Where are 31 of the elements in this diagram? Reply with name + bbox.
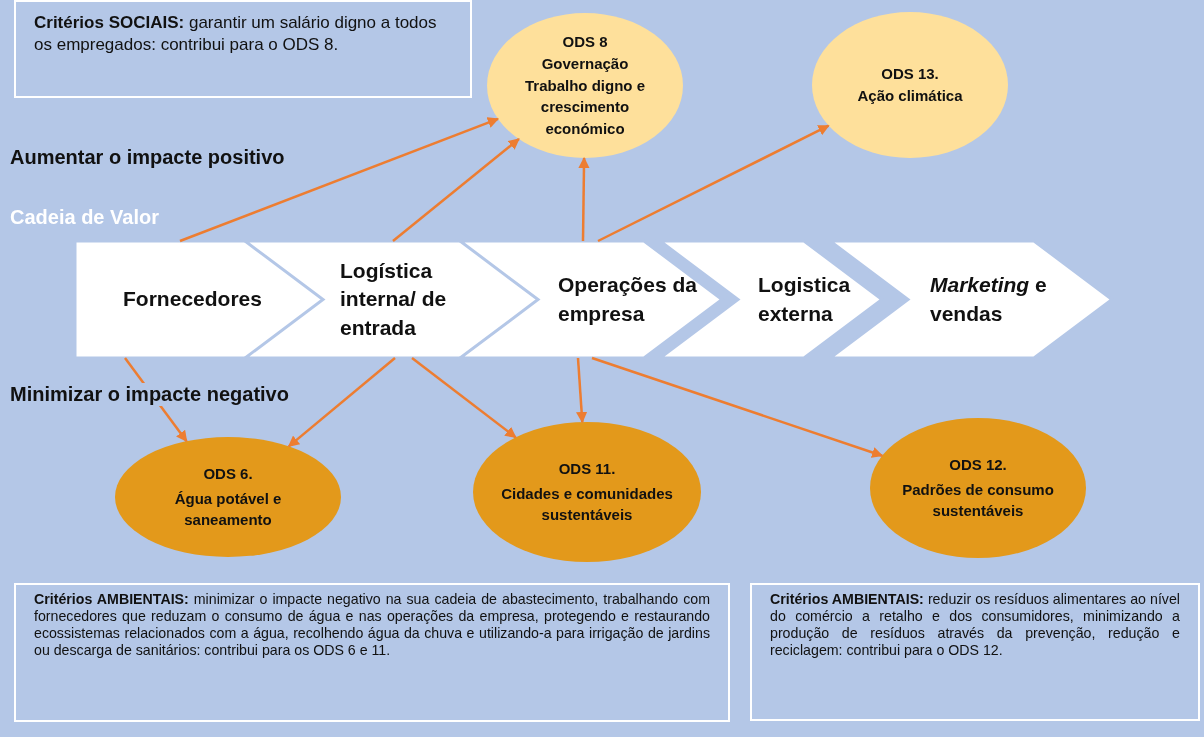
goal-title: Governação Trabalho digno e crescimento económico xyxy=(524,53,646,140)
step-label: Operações da empresa xyxy=(558,272,698,327)
goal-heading: ODS 13. xyxy=(881,64,939,85)
step-label: Logistica externa xyxy=(758,272,852,327)
step-label: Marketing e vendas xyxy=(930,272,1048,327)
arrow xyxy=(287,357,396,448)
goal-heading: ODS 8 xyxy=(562,32,608,53)
paragraph: Critérios SOCIAIS: garantir um salário digno a todos os empregados: contribui para o ODS 8. xyxy=(34,12,438,57)
goal-title: Padrões de consumo sustentáveis xyxy=(901,479,1055,522)
arrow xyxy=(179,117,500,243)
goal-title: Cidades e comunidades sustentáveis xyxy=(500,483,674,526)
goal-heading: ODS 12. xyxy=(949,454,1007,475)
step-label: Fornecedores xyxy=(123,286,262,313)
text-box xyxy=(14,0,472,98)
goal-heading: ODS 11. xyxy=(558,458,616,479)
arrow xyxy=(576,357,588,424)
text-box xyxy=(750,583,1200,721)
goal-heading: ODS 6. xyxy=(203,463,253,484)
section-label: Minimizar o impacte negativo xyxy=(10,383,289,406)
text-box xyxy=(14,583,730,722)
section-label: Aumentar o impacte positivo xyxy=(10,146,285,169)
arrow xyxy=(578,156,590,241)
arrow xyxy=(411,357,517,439)
arrow xyxy=(392,138,520,242)
arrow xyxy=(591,356,884,458)
step-label: Logística interna/ de entrada xyxy=(340,258,448,341)
arrow xyxy=(597,124,830,243)
paragraph: Critérios AMBIENTAIS: reduzir os resíduos alimentares ao nível do comércio a retalho e dos consumidores, minimizando a produção de resíduos através da prevenção, redução e reciclagem: contribui para o ODS 12. xyxy=(770,591,1180,660)
paragraph: Critérios AMBIENTAIS: minimizar o impacte negativo na sua cadeia de abastecimento, trabalhando com fornecedores que reduzam o consumo de água e nas operações da empresa, protegendo e restaurando ecossistemas relacionados com a água, recolhendo água da chuva e utilizando-a para irrigação de jardins ou descarga de sanitários: contribui para os ODS 6 e 11. xyxy=(34,591,710,660)
goal-title: Água potável e saneamento xyxy=(173,488,283,531)
goal-title: Ação climática xyxy=(857,86,963,106)
